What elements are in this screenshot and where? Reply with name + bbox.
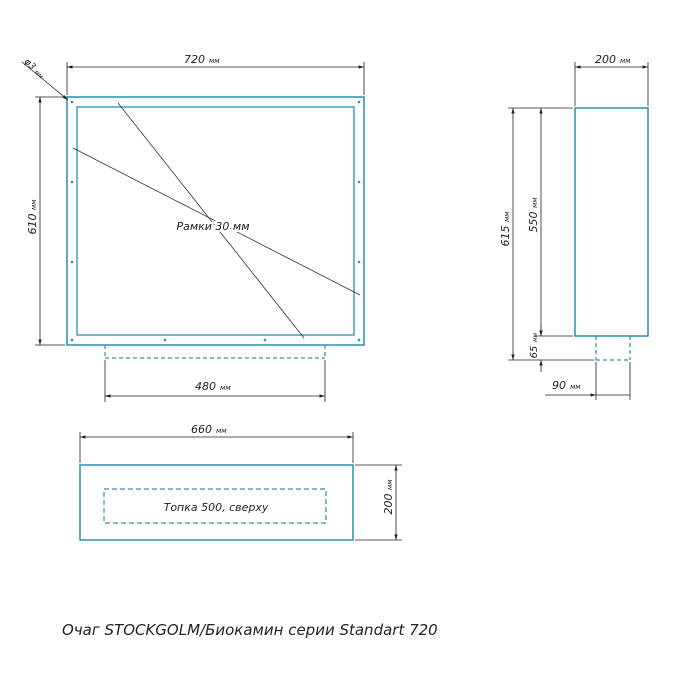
front-bottom-value: 480: [195, 380, 216, 393]
top-depth-dimension: [355, 464, 402, 541]
side-total-value: 615: [499, 226, 512, 247]
front-height-value: 610: [26, 214, 39, 235]
drawing-caption: Очаг STOCKGOLM/Биокамин серии Standart 7…: [62, 621, 438, 639]
firebox-note: Топка 500, сверху: [164, 501, 269, 514]
front-inner-opening: [76, 106, 355, 336]
top-depth-value: 200: [382, 494, 395, 515]
front-height-unit: мм: [30, 199, 38, 210]
side-depth-value: 200: [595, 53, 616, 66]
hole-unit: мм: [33, 69, 45, 81]
mounting-holes: [70, 100, 361, 342]
top-width-dimension: [79, 432, 354, 463]
frame-note: Рамки 30 мм: [176, 220, 249, 233]
side-base-dimension: [545, 362, 631, 400]
side-base-unit: мм: [570, 383, 581, 391]
front-bottom-unit: мм: [220, 384, 231, 392]
front-outer-frame: [66, 96, 365, 346]
top-width-unit: мм: [216, 427, 227, 435]
front-width-unit: мм: [209, 57, 220, 65]
front-width-dimension: [66, 62, 365, 95]
top-width-value: 660: [191, 423, 212, 436]
top-body: [79, 464, 354, 541]
hole-value: φ3: [22, 57, 38, 73]
front-height-dimension: [35, 96, 65, 346]
side-body-value: 550: [527, 212, 540, 233]
side-body: [574, 107, 649, 337]
side-total-unit: мм: [503, 211, 511, 222]
front-bottom-dimension: [104, 360, 326, 402]
hole-dimension: [21, 61, 69, 101]
front-view: Рамки 30 мм 720 мм 610 мм φ3 мм: [21, 53, 365, 402]
side-view: 200 мм 615 мм 550 мм 65: [499, 53, 649, 400]
side-body-unit: мм: [531, 197, 539, 208]
side-base: [595, 336, 631, 361]
frame-note-leaders: [72, 102, 361, 339]
side-base-value: 90: [552, 379, 566, 392]
top-view: Топка 500, сверху 660 мм 200 мм: [79, 423, 402, 541]
top-depth-unit: мм: [386, 479, 394, 490]
side-extension-lines: [508, 107, 594, 361]
side-lower-value: 65: [529, 346, 540, 359]
side-depth-unit: мм: [620, 57, 631, 65]
front-width-value: 720: [184, 53, 205, 66]
front-base: [104, 345, 326, 359]
side-depth-dimension: [574, 62, 649, 106]
side-lower-unit: мм: [532, 332, 539, 342]
